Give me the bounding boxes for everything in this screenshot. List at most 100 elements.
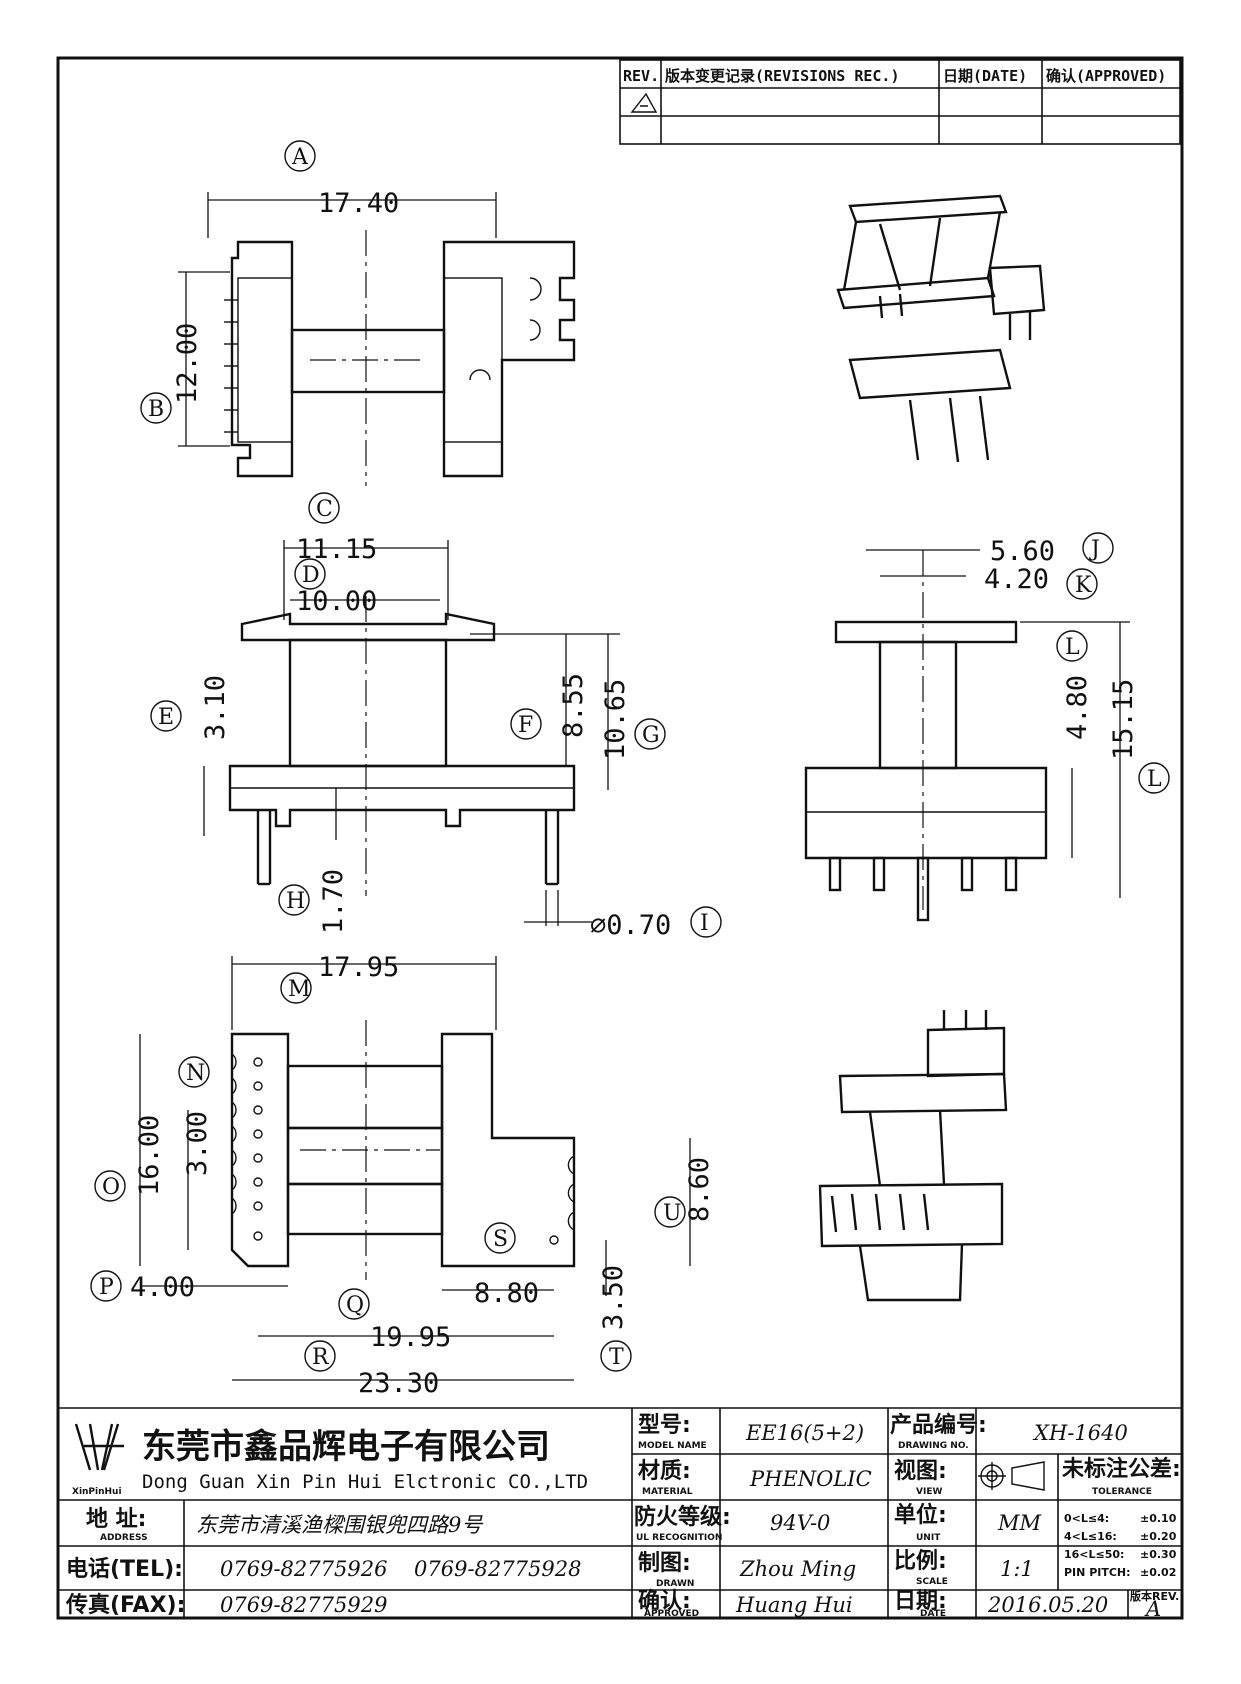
scale-label: 比例: [894,1549,947,1574]
dim-o-text: 16.00 [134,1115,165,1196]
tolerance-row-2-value: ±0.20 [1140,1530,1177,1543]
unit-value: MM [997,1511,1042,1535]
dim-n-text: 3.00 [182,1111,213,1176]
tolerance-row-1-range: 0<L≤4: [1064,1512,1109,1525]
tolerance-sub: TOLERANCE [1092,1487,1152,1497]
label-i: I [700,911,709,936]
dim-l2-text: 15.15 [1108,679,1139,760]
drawing-no-sub: DRAWING NO. [898,1441,969,1451]
label-f: F [518,713,533,738]
label-j: J [1089,537,1100,562]
ul-value: 94V-0 [770,1511,830,1535]
dim-k-text: 4.20 [984,564,1049,595]
side-view: 5.60 4.20 J K 4.80 15.15 L L [804,532,1170,922]
date-sub: DATE [920,1609,946,1619]
dim-f-text: 8.55 [558,673,589,738]
model-label: 型号: [638,1413,691,1438]
logo-text: XinPinHui [72,1487,122,1497]
tolerance-row-2-range: 4<L≤16: [1064,1530,1117,1543]
drawn-value: Zhou Ming [739,1557,856,1581]
rev-header-record: 版本变更记录(REVISIONS REC.) [665,67,900,85]
tolerance-label: 未标注公差: [1062,1456,1181,1482]
label-l-lower: L [1147,767,1162,792]
unit-label: 单位: [894,1502,947,1528]
date-value: 2016.05.20 [987,1593,1108,1617]
label-n: N [186,1061,205,1086]
version-label: 版本REV. [1130,1589,1179,1603]
front-view: 11.15 C 10.00 D 3.10 E 8.55 10.65 F G 1.… [150,492,722,941]
view-sub: VIEW [916,1487,942,1497]
label-q: Q [346,1293,364,1318]
dim-j-text: 5.60 [990,536,1055,567]
label-r: R [312,1345,330,1370]
projection-symbol-icon [978,1461,1045,1491]
scale-value: 1:1 [1000,1557,1034,1581]
dim-t-text: 3.50 [598,1265,629,1330]
dim-i-text: ⌀0.70 [590,910,671,941]
isometric-view-top [836,194,1046,463]
material-value: PHENOLIC [749,1467,872,1491]
tolerance-row-3-value: ±0.30 [1140,1548,1177,1561]
dim-a-text: 17.40 [318,188,399,219]
label-c: C [316,497,333,522]
model-sub: MODEL NAME [638,1441,707,1451]
tel-1: 0769-82775926 [220,1557,387,1581]
tolerance-row-4-range: PIN PITCH: [1064,1566,1131,1579]
drawn-sub: DRAWN [656,1579,694,1589]
dim-m-text: 17.95 [318,952,399,983]
dim-g-text: 10.65 [600,679,631,760]
fax-label: 传真(FAX): [65,1592,185,1618]
dim-b-text: 12.00 [172,323,203,404]
label-d: D [302,563,320,588]
ul-label: 防火等级: [634,1504,731,1530]
scale-sub: SCALE [916,1577,948,1587]
company-name-en: Dong Guan Xin Pin Hui Elctronic CO.,LTD [142,1471,588,1493]
address-value: 东莞市清溪渔樑围银兜四路9号 [196,1513,483,1537]
label-s: S [493,1227,508,1252]
company-name-cn: 东莞市鑫品辉电子有限公司 [142,1427,550,1467]
label-p: P [99,1275,114,1300]
revision-triangle-icon [630,92,658,113]
label-a: A [291,145,309,170]
dim-l1-text: 4.80 [1062,675,1093,740]
isometric-view-bottom [818,1010,1008,1302]
drawing-frame [56,56,1184,1620]
title-block: XinPinHui 东莞市鑫品辉电子有限公司 Dong Guan Xin Pin… [58,1407,1182,1621]
approved-value: Huang Hui [735,1593,853,1617]
dim-d-text: 10.00 [296,586,377,617]
fax-value: 0769-82775929 [220,1593,387,1617]
approved-sub: APPROVED [644,1609,699,1619]
drawing-no-value: XH-1640 [1032,1421,1128,1445]
date-label: 日期: [894,1589,947,1614]
label-m: M [288,977,311,1002]
label-e: E [158,705,174,730]
tolerance-row-3-range: 16<L≤50: [1064,1548,1124,1561]
material-sub: MATERIAL [642,1487,693,1497]
label-b: B [148,397,164,422]
top-view: 17.40 A 12.00 B [140,140,576,486]
rev-header-approved: 确认(APPROVED) [1046,67,1166,85]
label-t: T [609,1345,624,1370]
rev-header-rev: REV. [623,67,659,85]
bottom-view: 17.95 M 3.00 N 16.00 O 4.00 P 8.80 Q 19.… [90,952,715,1399]
ul-sub: UL RECOGNITION [636,1533,722,1543]
dim-h-text: 1.70 [318,869,349,934]
drawn-label: 制图: [638,1551,691,1576]
version-value: A [1144,1597,1161,1621]
material-label: 材质: [638,1459,691,1484]
address-sub: ADDRESS [100,1533,148,1543]
approved-label: 确认: [638,1588,691,1614]
dim-e-text: 3.10 [200,675,231,740]
dim-s-text: 23.30 [358,1368,439,1399]
label-o: O [102,1175,120,1200]
tel-2: 0769-82775928 [414,1557,581,1581]
rev-header-date: 日期(DATE) [943,67,1027,85]
dim-q-text: 8.80 [474,1278,539,1309]
tolerance-row-4-value: ±0.02 [1140,1566,1176,1579]
label-k: K [1075,573,1092,598]
view-label: 视图: [894,1458,947,1484]
label-g: G [642,723,660,748]
tel-label: 电话(TEL): [66,1557,183,1582]
model-value: EE16(5+2) [745,1421,864,1445]
revision-table: REV. 版本变更记录(REVISIONS REC.) 日期(DATE) 确认(… [619,59,1181,145]
